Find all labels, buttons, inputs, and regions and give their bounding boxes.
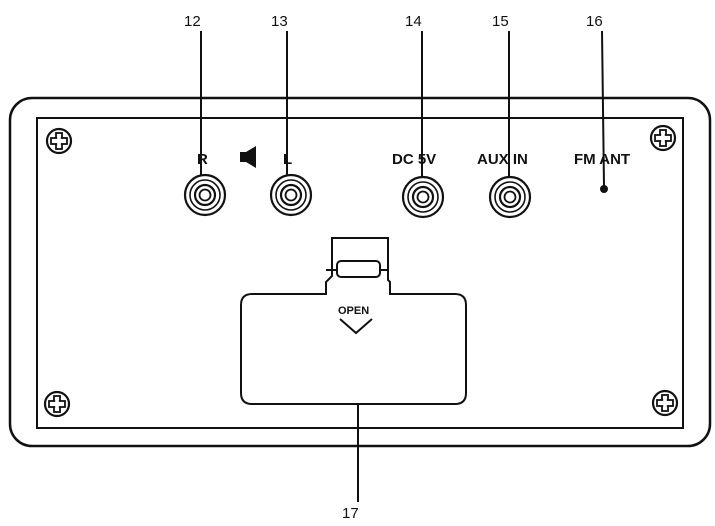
label-aux-in: AUX IN xyxy=(477,151,528,168)
jack-dc-5v xyxy=(401,175,445,219)
battery-cover-latch xyxy=(336,260,381,278)
callout-13: 13 xyxy=(271,13,288,30)
housing-outline xyxy=(8,96,712,448)
callout-16: 16 xyxy=(586,13,603,30)
screw-icon xyxy=(45,127,73,155)
screw-icon xyxy=(43,390,71,418)
fm-antenna-point xyxy=(600,185,608,193)
open-label: OPEN xyxy=(338,305,369,317)
chevron-down-icon xyxy=(339,318,373,335)
callout-15: 15 xyxy=(492,13,509,30)
speaker-icon xyxy=(240,146,256,168)
inner-panel xyxy=(36,117,684,429)
callout-12: 12 xyxy=(184,13,201,30)
jack-aux-in xyxy=(488,175,532,219)
label-fm-ant: FM ANT xyxy=(574,151,630,168)
callout-14: 14 xyxy=(405,13,422,30)
battery-cover xyxy=(240,237,467,405)
screw-icon xyxy=(651,389,679,417)
label-dc-5v: DC 5V xyxy=(392,151,436,168)
callout-17: 17 xyxy=(342,505,359,522)
label-right: R xyxy=(197,151,208,168)
leader-line-16 xyxy=(601,30,605,187)
screw-icon xyxy=(649,124,677,152)
jack-right-speaker xyxy=(183,173,227,217)
jack-left-speaker xyxy=(269,173,313,217)
